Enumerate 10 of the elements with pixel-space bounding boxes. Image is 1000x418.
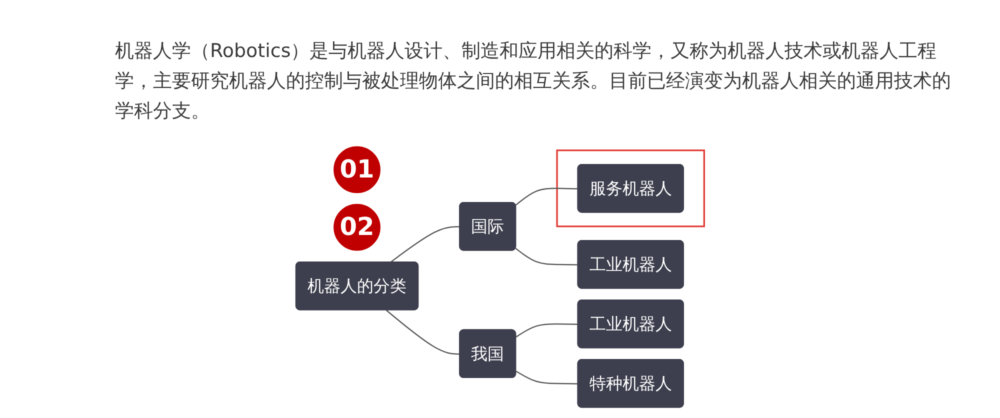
connector <box>515 248 578 266</box>
intro-paragraph: 机器人学（Robotics）是与机器人设计、制造和应用相关的科学，又称为机器人技术或机器人工程学，主要研究机器人的控制与被处理物体之间的相互关系。目前已经演变为机器人相关的通用技术的学科分支。 <box>115 39 952 124</box>
connector <box>390 226 460 263</box>
connector <box>516 323 578 338</box>
connector <box>515 188 578 206</box>
connector <box>516 370 578 384</box>
node-circle: 01 <box>334 146 380 194</box>
node-circle: 02 <box>334 204 380 251</box>
cluster <box>556 150 705 228</box>
connector <box>386 310 460 355</box>
